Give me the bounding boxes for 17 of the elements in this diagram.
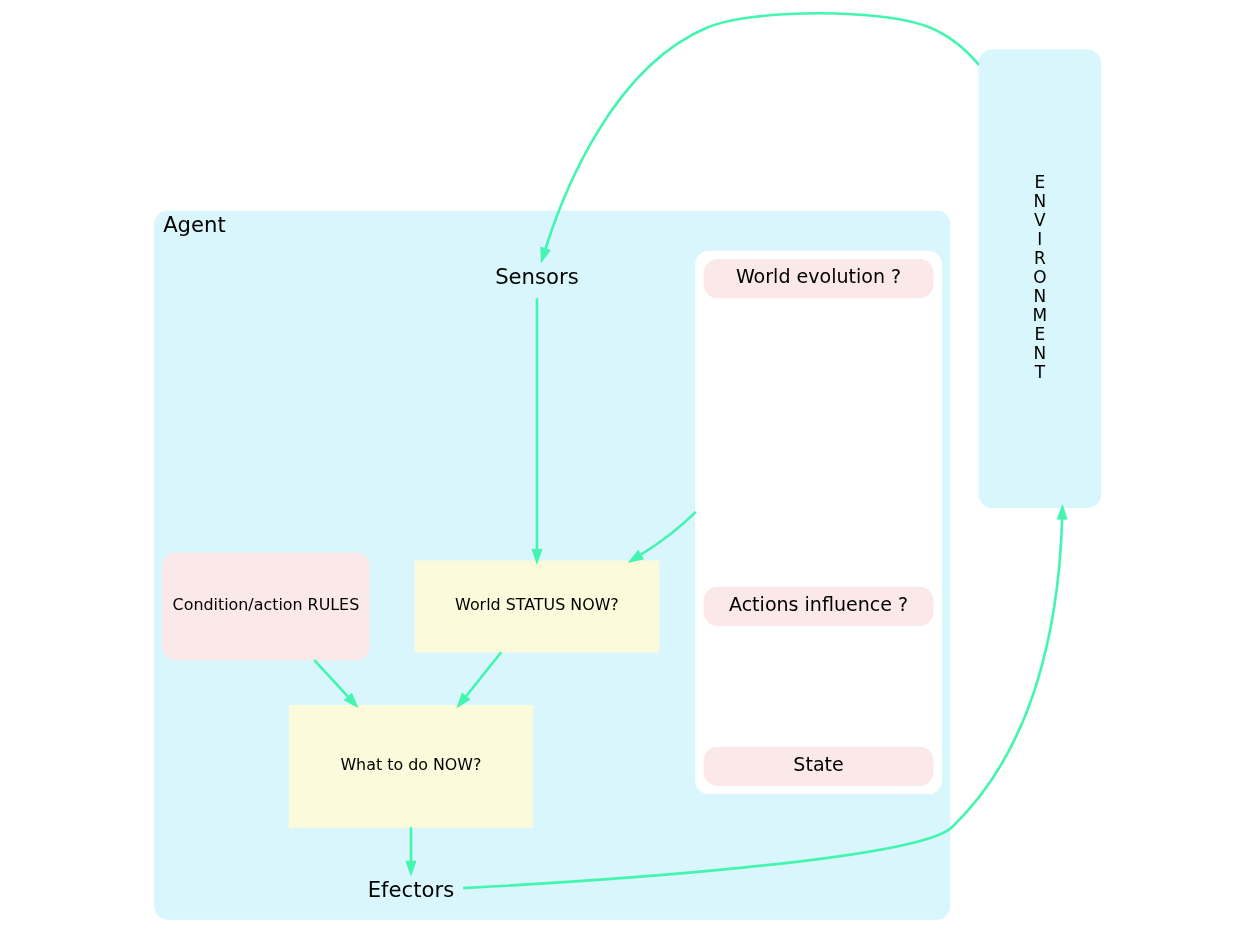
node-box: Actions influence ? (703, 586, 933, 626)
node-box: E N V I R O N M E N T (977, 49, 1101, 508)
arrow (404, 826, 417, 877)
cluster (694, 250, 942, 794)
arrow (455, 650, 502, 708)
arrow (627, 510, 697, 563)
node-text: Efectors (367, 876, 454, 902)
arrow (462, 503, 1068, 889)
node-text: Sensors (494, 263, 579, 289)
node-box: World STATUS NOW? (414, 559, 659, 652)
node-box: What to do NOW? (288, 704, 533, 828)
node-box: State (703, 746, 933, 786)
arrow (530, 297, 543, 565)
node-box: World evolution ? (703, 258, 933, 298)
arrow (312, 658, 359, 708)
arrow (539, 11, 980, 263)
node-box: Condition/action RULES (161, 551, 370, 660)
